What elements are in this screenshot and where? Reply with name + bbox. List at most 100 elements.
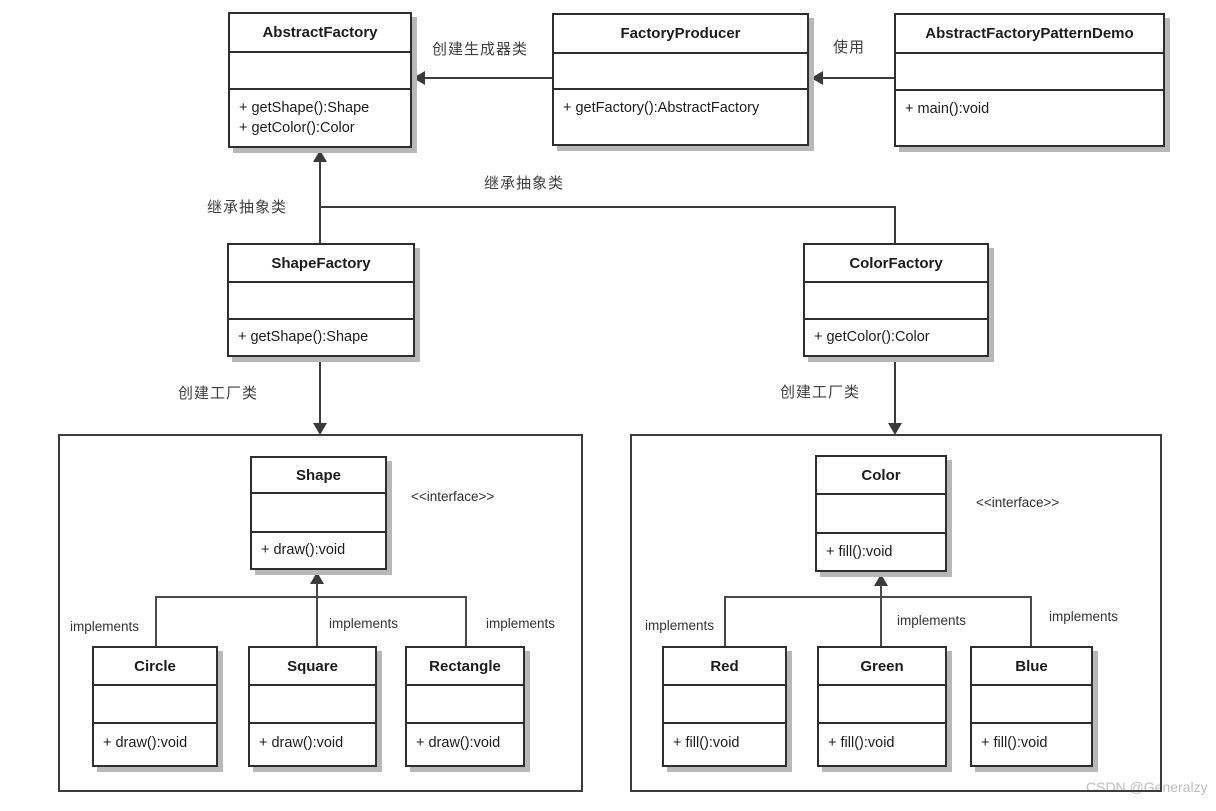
shape-package-container — [58, 434, 583, 792]
class-methods: + fill():void — [817, 534, 945, 570]
line-inherit-branch-horizontal — [319, 206, 896, 208]
arrowhead-to-color-package-icon — [888, 423, 902, 435]
color-package-container — [630, 434, 1162, 792]
label-implements-square: implements — [329, 616, 399, 631]
class-title: Color — [817, 457, 945, 495]
class-title: FactoryProducer — [554, 15, 807, 54]
method-item: + getColor():Color — [239, 120, 355, 136]
label-create-producer-class: 创建生成器类 — [432, 41, 529, 58]
class-box-red: Red + fill():void — [662, 646, 787, 767]
line-shapefactory-to-package — [319, 357, 321, 424]
class-methods: + getShape():Shape — [229, 320, 413, 355]
class-attributes — [230, 53, 410, 90]
class-methods: + draw():void — [94, 724, 216, 765]
class-box-color: Color + fill():void — [815, 455, 947, 572]
label-implements-blue: implements — [1049, 609, 1119, 624]
method-item: + getColor():Color — [814, 329, 930, 345]
label-create-factory-left: 创建工厂类 — [178, 385, 259, 402]
class-title: Green — [819, 648, 945, 686]
class-title: Blue — [972, 648, 1091, 686]
class-title: Shape — [252, 458, 385, 494]
label-implements-rectangle: implements — [486, 616, 556, 631]
class-methods: + draw():void — [252, 533, 385, 568]
class-attributes — [805, 283, 987, 320]
class-attributes — [817, 495, 945, 534]
class-methods: + main():void — [896, 91, 1163, 145]
class-attributes — [896, 54, 1163, 91]
label-inherit-abstract-right: 继承抽象类 — [484, 175, 565, 192]
method-item: + draw():void — [103, 735, 188, 751]
class-methods: + getFactory():AbstractFactory — [554, 90, 807, 144]
line-square-to-shape — [316, 583, 318, 646]
class-title: Square — [250, 648, 375, 686]
method-item: + fill():void — [981, 735, 1048, 751]
method-item: + fill():void — [673, 735, 740, 751]
method-item: + getFactory():AbstractFactory — [563, 100, 760, 116]
class-attributes — [664, 686, 785, 724]
method-item: + getShape():Shape — [239, 100, 370, 116]
arrowhead-to-abstractfactory-icon — [413, 71, 425, 85]
class-attributes — [252, 494, 385, 533]
class-attributes — [972, 686, 1091, 724]
line-colorfactory-to-branch — [894, 206, 896, 243]
arrowhead-to-factoryproducer-icon — [811, 71, 823, 85]
class-box-factoryproducer: FactoryProducer + getFactory():AbstractF… — [552, 13, 809, 146]
label-use: 使用 — [833, 39, 866, 56]
class-methods: + getShape():Shape + getColor():Color — [230, 90, 410, 146]
class-methods: + draw():void — [250, 724, 375, 765]
class-attributes — [94, 686, 216, 724]
class-title: Rectangle — [407, 648, 523, 686]
label-create-factory-right: 创建工厂类 — [780, 384, 861, 401]
line-shapefactory-to-abstractfactory — [319, 161, 321, 243]
class-box-shape: Shape + draw():void — [250, 456, 387, 570]
class-title: Circle — [94, 648, 216, 686]
arrowhead-implements-shape-icon — [310, 572, 324, 584]
line-rectangle-stub — [465, 596, 467, 646]
class-title: ColorFactory — [805, 245, 987, 283]
class-box-abstractfactorypatterndemo: AbstractFactoryPatternDemo + main():void — [894, 13, 1165, 147]
class-attributes — [250, 686, 375, 724]
class-title: AbstractFactoryPatternDemo — [896, 15, 1163, 54]
class-attributes — [229, 283, 413, 320]
class-methods: + fill():void — [819, 724, 945, 765]
line-demo-to-factoryproducer — [822, 77, 894, 79]
class-methods: + fill():void — [664, 724, 785, 765]
class-box-colorfactory: ColorFactory + getColor():Color — [803, 243, 989, 357]
line-factoryproducer-to-abstractfactory — [424, 77, 552, 79]
method-item: + getShape():Shape — [238, 329, 369, 345]
class-box-abstractfactory: AbstractFactory + getShape():Shape + get… — [228, 12, 412, 148]
method-item: + fill():void — [826, 544, 893, 560]
method-item: + fill():void — [828, 735, 895, 751]
line-blue-stub — [1030, 596, 1032, 646]
method-item: + draw():void — [416, 735, 501, 751]
line-shape-implements-horizontal — [155, 596, 467, 598]
class-box-green: Green + fill():void — [817, 646, 947, 767]
arrowhead-implements-color-icon — [874, 574, 888, 586]
label-inherit-abstract-left: 继承抽象类 — [207, 199, 288, 216]
label-implements-red: implements — [645, 618, 715, 633]
class-box-square: Square + draw():void — [248, 646, 377, 767]
class-title: ShapeFactory — [229, 245, 413, 283]
line-green-to-color — [880, 585, 882, 646]
label-implements-green: implements — [897, 613, 967, 628]
method-item: + main():void — [905, 101, 990, 117]
class-title: Red — [664, 648, 785, 686]
label-interface-shape: <<interface>> — [411, 489, 495, 504]
label-implements-circle: implements — [70, 619, 140, 634]
class-box-shapefactory: ShapeFactory + getShape():Shape — [227, 243, 415, 357]
class-title: AbstractFactory — [230, 14, 410, 53]
line-colorfactory-to-package — [894, 357, 896, 424]
class-attributes — [554, 54, 807, 90]
class-methods: + fill():void — [972, 724, 1091, 765]
line-red-stub — [724, 596, 726, 646]
line-color-implements-horizontal — [724, 596, 1032, 598]
arrowhead-inherit-abstractfactory-icon — [313, 150, 327, 162]
class-methods: + draw():void — [407, 724, 523, 765]
class-box-rectangle: Rectangle + draw():void — [405, 646, 525, 767]
method-item: + draw():void — [259, 735, 344, 751]
class-box-blue: Blue + fill():void — [970, 646, 1093, 767]
label-interface-color: <<interface>> — [976, 495, 1060, 510]
method-item: + draw():void — [261, 542, 346, 558]
class-box-circle: Circle + draw():void — [92, 646, 218, 767]
